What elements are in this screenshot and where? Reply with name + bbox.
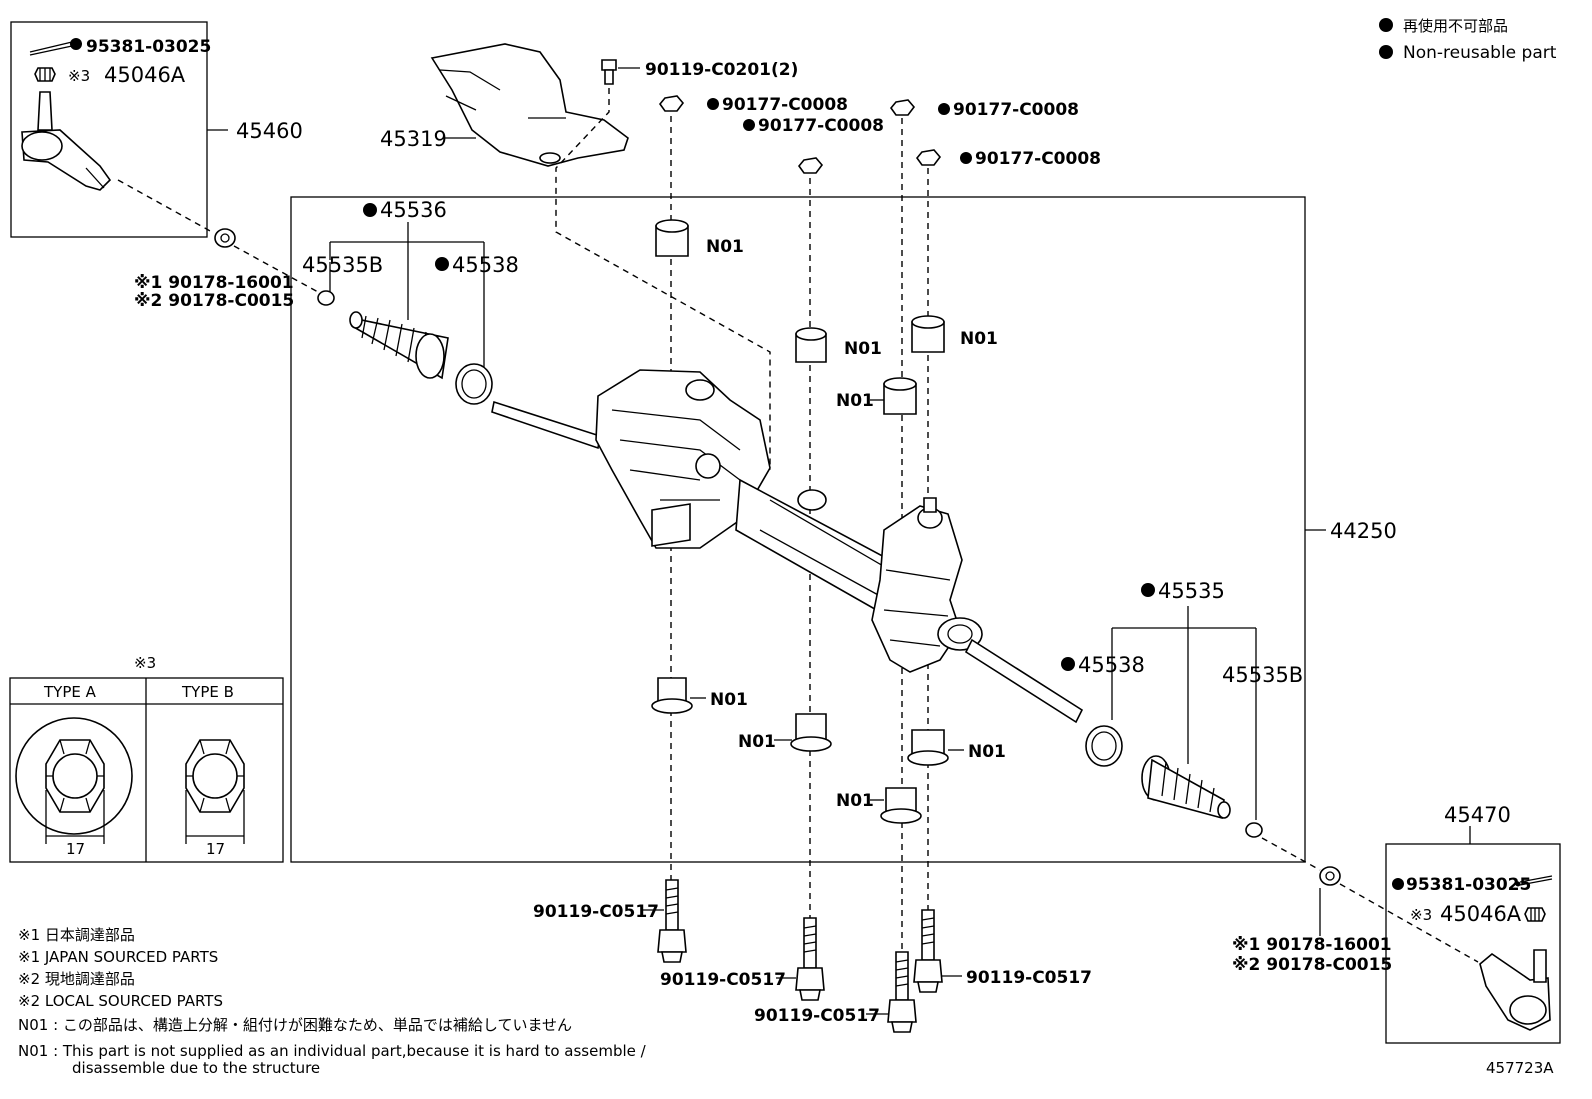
part-90178-C0015-right: ※2 90178-C0015	[1232, 955, 1392, 975]
note-japan-en: ※1 JAPAN SOURCED PARTS	[18, 948, 218, 966]
n01-label-3: N01	[960, 329, 998, 349]
bushing-n01-3-icon	[911, 315, 945, 353]
n01-label-7: N01	[968, 742, 1006, 762]
part-45470: 45470	[1444, 803, 1511, 827]
part-95381-03025-right: 95381-03025	[1406, 875, 1531, 895]
bushing-n01-1-icon	[655, 219, 689, 257]
note-n01-jp: N01 : この部品は、構造上分解・組付けが困難なため、単品では補給していません	[18, 1016, 572, 1034]
lock-nut-left-icon	[214, 228, 236, 248]
part-45319: 45319	[380, 127, 447, 151]
part-45046A-left: 45046A	[104, 63, 186, 87]
bushing-n01-5-icon	[651, 677, 693, 714]
n01-label-8: N01	[836, 791, 874, 811]
castle-nut-icon	[34, 67, 56, 82]
part-90178-C0015-left: ※2 90178-C0015	[134, 291, 294, 311]
cover-45319-icon	[430, 43, 629, 167]
non-reusable-dot-icon	[1379, 45, 1393, 59]
part-45535B-left: 45535B	[302, 253, 383, 277]
part-44250: 44250	[1330, 519, 1397, 543]
part-90177-C0008-4: 90177-C0008	[975, 149, 1101, 169]
nut-90177-2-icon	[797, 157, 824, 174]
non-reusable-dot-icon	[1379, 18, 1393, 32]
part-45538-right: 45538	[1078, 653, 1145, 677]
part-45536: 45536	[380, 198, 447, 222]
bolt-90119-c0201-icon	[601, 59, 617, 85]
bolt-90119-c0517-1-icon	[657, 879, 687, 963]
note-mark-3-right: ※3	[1410, 906, 1432, 924]
nut-90177-4-icon	[915, 149, 942, 166]
type-b-header: TYPE B	[181, 683, 234, 701]
n01-label-1: N01	[706, 237, 744, 257]
bolt-label-3: 90119-C0517	[754, 1006, 880, 1026]
bushing-n01-4-icon	[883, 377, 917, 415]
n01-label-4: N01	[836, 391, 874, 411]
type-b-dimension: 17	[206, 840, 225, 858]
note-mark-3-left: ※3	[68, 67, 90, 85]
right-boot-group: 45535 45538 45535B	[1061, 579, 1303, 838]
lock-nut-right-icon	[1319, 866, 1341, 886]
n01-label-5: N01	[710, 690, 748, 710]
part-90178-16001-right: ※1 90178-16001	[1232, 935, 1392, 955]
part-45535: 45535	[1158, 579, 1225, 603]
note-n01-en: N01 : This part is not supplied as an in…	[18, 1042, 647, 1060]
part-45538-left: 45538	[452, 253, 519, 277]
boot-clamp-right-icon	[1245, 822, 1263, 838]
steering-rack-housing-icon	[491, 369, 1084, 724]
diagram-id: 457723A	[1486, 1059, 1554, 1077]
part-90177-C0008-1: 90177-C0008	[722, 95, 848, 115]
left-tie-rod-end-group: 95381-03025 ※3 45046A 45460	[10, 21, 303, 238]
legend-english: Non-reusable part	[1403, 43, 1557, 63]
part-45535B-right: 45535B	[1222, 663, 1303, 687]
cotter-pin-right-icon	[1515, 875, 1553, 887]
part-90177-C0008-2: 90177-C0008	[758, 116, 884, 136]
note-local-jp: ※2 現地調達部品	[18, 970, 135, 988]
bushing-n01-6-icon	[790, 713, 832, 752]
part-90119-C0201: 90119-C0201(2)	[645, 60, 798, 80]
castle-nut-right-icon	[1524, 907, 1546, 922]
footnotes: ※1 日本調達部品 ※1 JAPAN SOURCED PARTS ※2 現地調達…	[18, 926, 647, 1077]
n01-label-2: N01	[844, 339, 882, 359]
part-45046A-right: 45046A	[1440, 902, 1522, 926]
part-95381-03025-left: 95381-03025	[86, 37, 211, 57]
tie-rod-end-left-icon	[21, 91, 112, 191]
legend: 再使用不可部品 Non-reusable part	[1379, 17, 1557, 63]
note-n01-en-cont: disassemble due to the structure	[72, 1059, 320, 1077]
bolt-label-2: 90119-C0517	[660, 970, 786, 990]
bushing-n01-2-icon	[795, 327, 827, 363]
bolt-90119-c0517-4-icon	[913, 909, 943, 993]
type-table-mark: ※3	[134, 654, 156, 672]
part-45460: 45460	[236, 119, 303, 143]
bolt-90119-c0517-2-icon	[795, 917, 825, 1001]
bellows-boot-right-icon	[1141, 755, 1231, 820]
part-90178-16001-left: ※1 90178-16001	[134, 273, 294, 293]
right-tie-rod-end-group: 45470 95381-03025 ※3 45046A	[1339, 803, 1561, 1044]
nut-90177-3-icon	[889, 99, 916, 116]
bolt-label-4: 90119-C0517	[966, 968, 1092, 988]
nut-90177-1-icon	[658, 95, 685, 112]
type-a-nut-icon	[15, 717, 133, 844]
left-boot-group: 45536 45535B 45538	[302, 198, 519, 405]
note-local-en: ※2 LOCAL SOURCED PARTS	[18, 992, 223, 1010]
nut-type-table: ※3 TYPE A TYPE B 17 17	[9, 654, 284, 863]
note-japan-jp: ※1 日本調達部品	[18, 926, 135, 944]
n01-label-6: N01	[738, 732, 776, 752]
type-a-dimension: 17	[66, 840, 85, 858]
bolt-label-1: 90119-C0517	[533, 902, 659, 922]
bushing-n01-7-icon	[907, 729, 949, 766]
bellows-boot-left-icon	[349, 311, 449, 380]
legend-japanese: 再使用不可部品	[1403, 17, 1508, 35]
boot-clamp-left-icon	[317, 290, 335, 306]
type-b-nut-icon	[185, 739, 245, 844]
tie-rod-end-right-icon	[1479, 949, 1551, 1031]
bolt-90119-c0517-3-icon	[887, 951, 917, 1033]
part-90177-C0008-3: 90177-C0008	[953, 100, 1079, 120]
bushing-n01-8-icon	[880, 787, 922, 824]
type-a-header: TYPE A	[43, 683, 97, 701]
cotter-pin-icon	[29, 38, 82, 56]
